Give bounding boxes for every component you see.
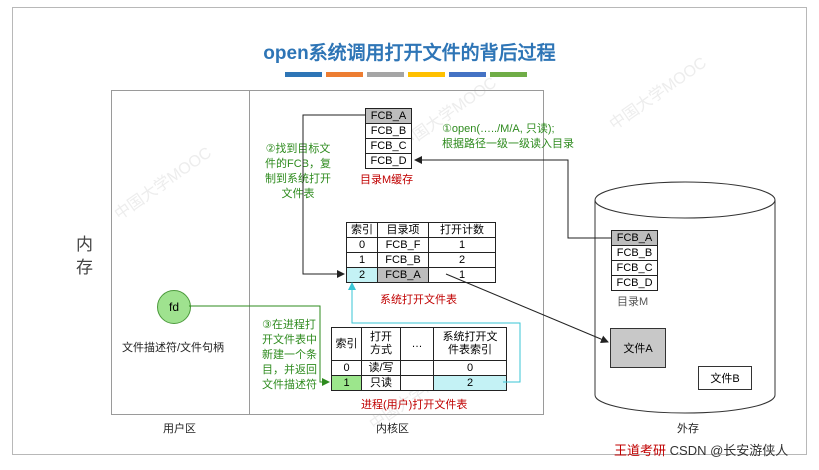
step2-line: ②找到目标文 [265, 143, 331, 155]
sys-header: 索引 [346, 222, 378, 238]
step3-line: 目，并返回 [262, 364, 317, 376]
kernel-region-label: 内核区 [376, 423, 409, 435]
system-table-caption: 系统打开文件表 [380, 294, 457, 306]
fd-label: fd [168, 300, 179, 314]
credit-main: CSDN @长安游侠人 [669, 443, 789, 458]
fcb-cell: FCB_C [611, 260, 658, 276]
proc-cell [400, 375, 434, 391]
sys-cell: FCB_A [377, 267, 429, 283]
proc-cell: 2 [433, 375, 507, 391]
step3-line: 开文件表中 [262, 334, 317, 346]
file-b-box: 文件B [698, 366, 752, 390]
color-bar [285, 72, 322, 77]
step3-line: 新建一个条 [262, 349, 317, 361]
step2-line: 件的FCB，复 [265, 158, 331, 170]
user-region [111, 90, 250, 415]
proc-cell: 0 [433, 360, 507, 376]
disk-dir-caption: 目录M [617, 296, 649, 308]
system-open-file-table: 索引 目录项 打开计数 0 FCB_F 1 1 FCB_B 2 2 FCB_A … [346, 222, 496, 283]
fcb-cell: FCB_D [365, 153, 412, 169]
sys-cell: 2 [346, 267, 378, 283]
proc-cell: 0 [331, 360, 362, 376]
process-open-file-table: 索引 打开 方式 … 系统打开文 件表索引 0 读/写 0 1 只读 2 [331, 327, 507, 391]
disk-dir-table: FCB_A FCB_B FCB_C FCB_D [611, 230, 658, 291]
step3-line: ③在进程打 [262, 319, 316, 331]
diagram-title: open系统调用打开文件的背后过程 [263, 43, 556, 64]
disk-cylinder [594, 181, 776, 414]
credit-text: 王道考研 CSDN @长安游侠人 [614, 440, 788, 459]
color-bar [367, 72, 404, 77]
proc-cell: 只读 [361, 375, 401, 391]
color-bar [449, 72, 486, 77]
fcb-cell: FCB_B [611, 245, 658, 261]
fd-circle: fd [157, 290, 191, 324]
file-a-box: 文件A [610, 328, 666, 368]
sys-cell: 1 [428, 267, 496, 283]
dir-cache-caption: 目录M缓存 [360, 174, 414, 186]
step2-line: 文件表 [281, 188, 315, 200]
file-b-label: 文件B [710, 373, 740, 385]
sys-cell: FCB_B [377, 252, 429, 268]
title-color-bars [285, 72, 527, 77]
fcb-cell: FCB_B [365, 123, 412, 139]
proc-cell: 1 [331, 375, 362, 391]
dir-cache-table: FCB_A FCB_B FCB_C FCB_D [365, 108, 412, 169]
step1-line: ①open(…../M/A, 只读); [442, 123, 555, 135]
file-a-label: 文件A [623, 343, 653, 355]
fcb-cell: FCB_C [365, 138, 412, 154]
fcb-cell: FCB_A [365, 108, 412, 124]
sys-cell: 1 [428, 237, 496, 253]
fd-caption: 文件描述符/文件句柄 [122, 342, 225, 354]
user-region-label: 用户区 [163, 423, 196, 435]
step3-note: ③在进程打 开文件表中 新建一个条 目，并返回 文件描述符 [262, 318, 317, 393]
credit-prefix: 王道考研 [614, 443, 667, 458]
color-bar [408, 72, 445, 77]
proc-header: … [400, 327, 434, 361]
kernel-region [249, 90, 544, 415]
external-storage-label: 外存 [677, 423, 699, 435]
proc-header: 索引 [331, 327, 362, 361]
color-bar [326, 72, 363, 77]
memory-label-2: 存 [76, 258, 93, 277]
step1-note: ①open(…../M/A, 只读); 根据路径一级一级读入目录 [442, 122, 574, 152]
proc-header: 系统打开文 件表索引 [433, 327, 507, 361]
proc-header: 打开 方式 [361, 327, 401, 361]
step2-note: ②找到目标文 件的FCB，复 制到系统打开 文件表 [265, 142, 331, 202]
step3-line: 文件描述符 [262, 379, 317, 391]
sys-cell: 1 [346, 252, 378, 268]
fcb-cell: FCB_D [611, 275, 658, 291]
fcb-cell: FCB_A [611, 230, 658, 246]
proc-cell: 读/写 [361, 360, 401, 376]
sys-cell: 0 [346, 237, 378, 253]
color-bar [490, 72, 527, 77]
step2-line: 制到系统打开 [265, 173, 331, 185]
process-table-caption: 进程(用户)打开文件表 [361, 399, 468, 411]
sys-header: 目录项 [377, 222, 429, 238]
proc-cell [400, 360, 434, 376]
sys-cell: 2 [428, 252, 496, 268]
sys-header: 打开计数 [428, 222, 496, 238]
sys-cell: FCB_F [377, 237, 429, 253]
step1-line: 根据路径一级一级读入目录 [442, 138, 574, 150]
memory-label-1: 内 [76, 235, 93, 254]
